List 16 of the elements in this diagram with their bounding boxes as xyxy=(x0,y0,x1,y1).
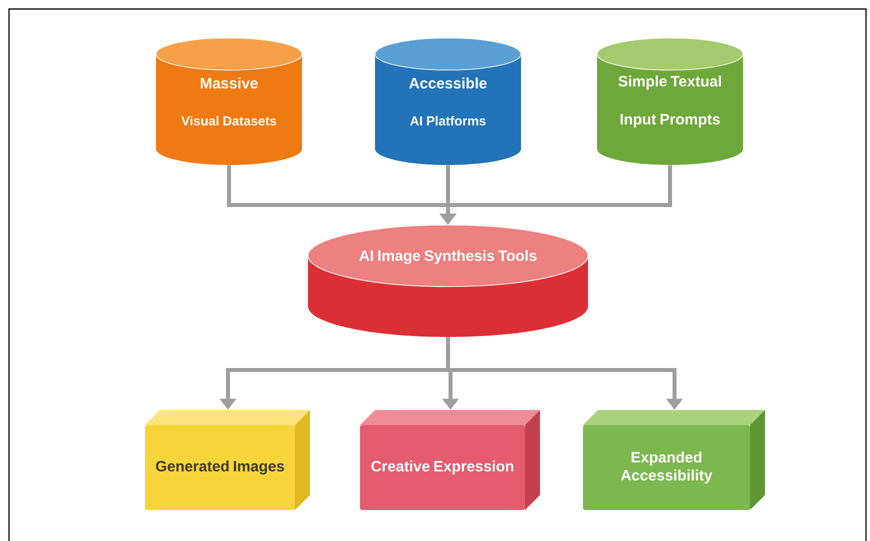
node-text: Creative Expression xyxy=(371,460,514,474)
block xyxy=(360,410,540,510)
cylinder xyxy=(308,224,588,337)
cylinder xyxy=(156,38,302,165)
block xyxy=(145,410,310,510)
cylinder xyxy=(596,38,744,165)
node-text: Generated Images xyxy=(156,460,284,475)
node-text: Accessible xyxy=(409,78,487,88)
node-text: Massive xyxy=(200,78,258,88)
node-text: Expanded Accessibility xyxy=(621,452,712,484)
cylinder xyxy=(374,38,522,165)
node-text: Visual Datasets xyxy=(181,116,276,126)
block xyxy=(583,410,765,510)
node-text: Simple Textual Input Prompts xyxy=(618,76,721,128)
node-text: AI Platforms xyxy=(410,116,486,126)
node-text: AI Image Synthesis Tools xyxy=(359,250,536,264)
